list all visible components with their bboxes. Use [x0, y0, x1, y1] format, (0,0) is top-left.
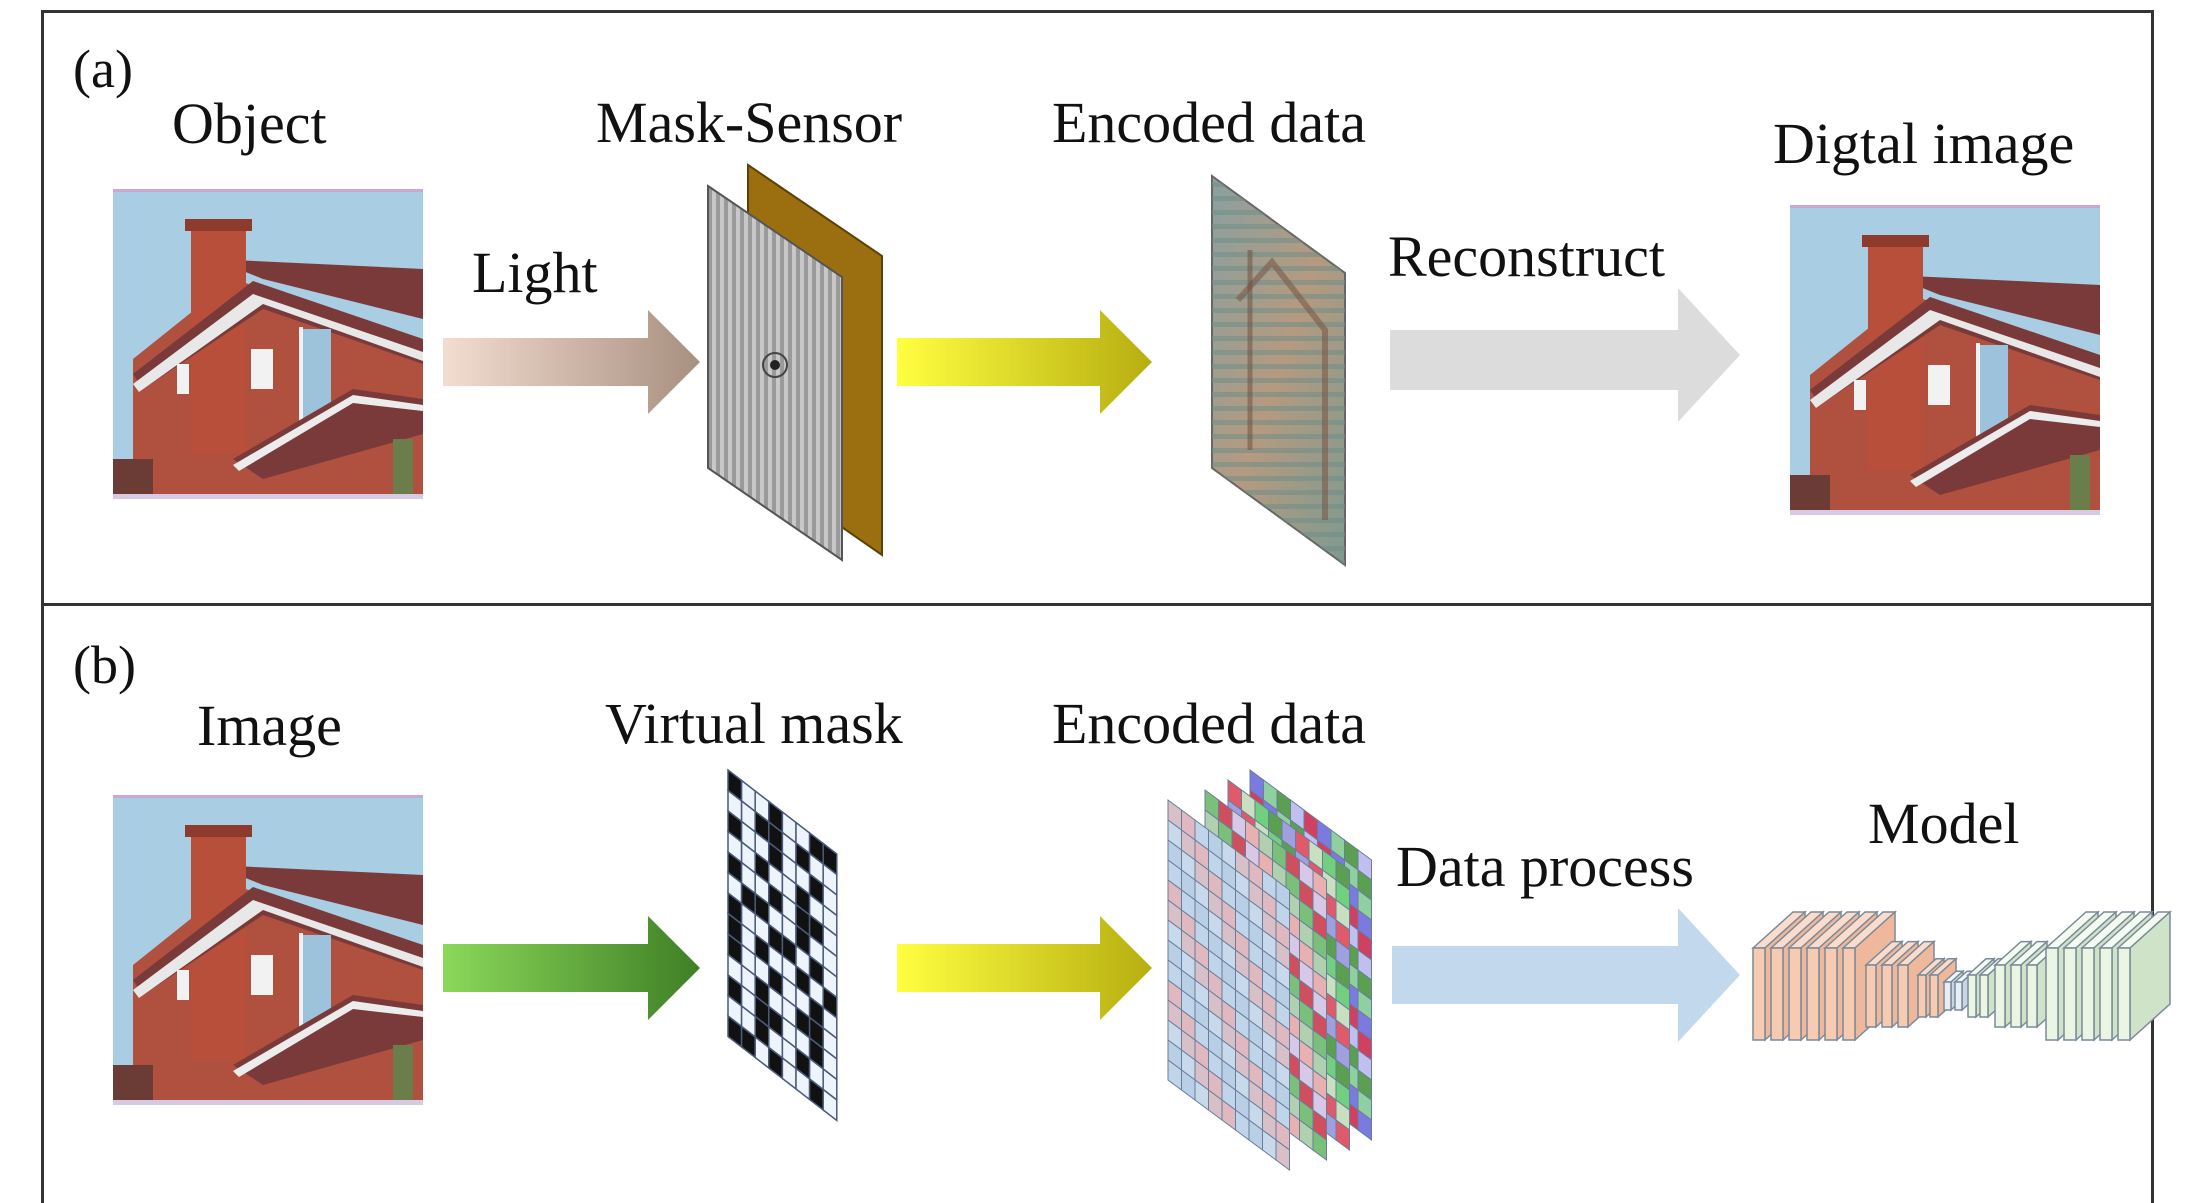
data-process-label: Data process — [1396, 834, 1694, 899]
mask-sensor — [707, 163, 883, 562]
reconstruct-arrow — [1390, 288, 1740, 422]
digital-image-label: Digtal image — [1773, 111, 2075, 176]
model-layer-block — [2116, 910, 2172, 1042]
virtual-mask — [727, 768, 838, 1123]
encode-arrow-b — [897, 916, 1152, 1020]
object-image — [113, 189, 423, 499]
virtual-mask-cell — [822, 1087, 838, 1123]
encoded-cell — [1357, 1109, 1372, 1141]
panel-b-tag: (b) — [73, 635, 136, 695]
input-image — [113, 795, 423, 1105]
model-network — [1751, 910, 2172, 1042]
reconstruct-label: Reconstruct — [1388, 224, 1666, 289]
encode-arrow-a — [897, 310, 1152, 414]
mask-sensor-label: Mask-Sensor — [596, 90, 903, 155]
light-label: Light — [472, 240, 598, 305]
encoded-cell — [1335, 1119, 1350, 1151]
encoded-cell — [1275, 1139, 1290, 1171]
encoded-data-a-label: Encoded data — [1052, 90, 1367, 155]
virtual-mask-label: Virtual mask — [605, 691, 903, 756]
image-label: Image — [197, 693, 342, 758]
encoded-cell — [1312, 1129, 1327, 1161]
encoded-layer — [1167, 799, 1290, 1171]
digital-image — [1790, 205, 2100, 515]
model-label: Model — [1868, 791, 2020, 856]
panel-a-tag: (a) — [73, 39, 133, 99]
encoded-data-b-label: Encoded data — [1052, 691, 1367, 756]
light-arrow — [443, 310, 700, 414]
encoded-data-b — [1167, 769, 1372, 1171]
data-process-arrow — [1392, 908, 1740, 1042]
encoded-data-a — [1211, 174, 1346, 567]
mask-arrow — [443, 916, 700, 1020]
object-label: Object — [172, 91, 327, 156]
